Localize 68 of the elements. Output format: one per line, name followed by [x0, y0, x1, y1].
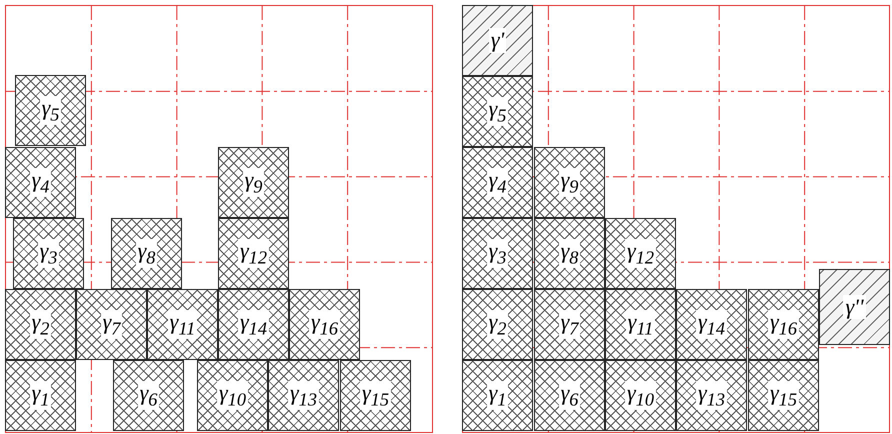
- block-label: γ$_{15}$: [768, 381, 799, 410]
- block-label: γ$_{11}$: [168, 310, 198, 339]
- block-label: γ$_{4}$: [486, 168, 508, 197]
- block-label: γ$_{1}$: [30, 381, 52, 410]
- crosshatched-square: [5, 360, 76, 431]
- block-label: γ$_{8}$: [136, 239, 158, 268]
- block-label: γ$_{6}$: [138, 381, 160, 410]
- block-label: γ$_{3}$: [486, 239, 508, 268]
- block-label: γ$_{12}$: [625, 239, 656, 268]
- crosshatched-square: [676, 289, 747, 360]
- crosshatched-square: [534, 289, 605, 360]
- block-label: γ$_{9}$: [558, 168, 580, 197]
- block-label: γ$_{16}$: [309, 310, 340, 339]
- block-label: γ$_{2}$: [30, 310, 52, 339]
- crosshatched-square: [5, 289, 76, 360]
- block-label: γ$_{5}$: [40, 96, 62, 125]
- crosshatched-square: [111, 218, 182, 289]
- block-label: γ$_{1}$: [486, 381, 508, 410]
- crosshatched-square: [289, 289, 360, 360]
- crosshatched-square: [748, 360, 819, 431]
- crosshatched-square: [462, 76, 533, 147]
- block-label: γ$_{4}$: [30, 168, 52, 197]
- crosshatched-square: [534, 218, 605, 289]
- crosshatched-square: [534, 147, 605, 218]
- crosshatched-square: [605, 289, 676, 360]
- block-label: γ$_{9}$: [242, 168, 264, 197]
- block-label: γ'': [843, 294, 866, 320]
- block-label: γ$_{15}$: [360, 381, 391, 410]
- crosshatched-square: [147, 289, 218, 360]
- hatched-square: [462, 5, 533, 76]
- block-label: γ$_{2}$: [486, 310, 508, 339]
- block-label: γ$_{5}$: [486, 97, 508, 126]
- crosshatched-square: [676, 360, 747, 431]
- block-label: γ$_{13}$: [696, 381, 727, 410]
- crosshatched-square: [5, 147, 76, 218]
- block-label: γ$_{6}$: [558, 381, 580, 410]
- crosshatched-square: [218, 218, 289, 289]
- crosshatched-square: [76, 289, 147, 360]
- crosshatched-square: [748, 289, 819, 360]
- block-label: γ$_{16}$: [768, 310, 799, 339]
- crosshatched-square: [218, 147, 289, 218]
- crosshatched-square: [462, 289, 533, 360]
- crosshatched-square: [13, 218, 84, 289]
- crosshatched-square: [340, 360, 411, 431]
- crosshatched-square: [218, 289, 289, 360]
- crosshatched-square: [462, 147, 533, 218]
- crosshatched-square: [534, 360, 605, 431]
- block-label: γ$_{10}$: [217, 381, 248, 410]
- block-label: γ$_{13}$: [288, 381, 319, 410]
- crosshatched-square: [15, 75, 86, 146]
- block-label: γ$_{14}$: [238, 310, 269, 339]
- block-label: γ$_{14}$: [696, 310, 727, 339]
- crosshatched-square: [113, 360, 184, 431]
- block-label: γ$_{12}$: [238, 239, 269, 268]
- block-label: γ$_{7}$: [558, 310, 580, 339]
- block-label: γ$_{3}$: [38, 239, 60, 268]
- crosshatched-square: [462, 360, 533, 431]
- hatched-square: [819, 269, 890, 345]
- block-label: γ$_{11}$: [626, 310, 656, 339]
- crosshatched-square: [462, 218, 533, 289]
- crosshatched-square: [605, 218, 676, 289]
- block-label: γ$_{7}$: [100, 310, 122, 339]
- crosshatched-square: [605, 360, 676, 431]
- block-label: γ$_{10}$: [625, 381, 656, 410]
- crosshatched-square: [268, 360, 339, 431]
- block-label: γ': [488, 28, 506, 53]
- crosshatched-square: [197, 360, 268, 431]
- block-label: γ$_{8}$: [558, 239, 580, 268]
